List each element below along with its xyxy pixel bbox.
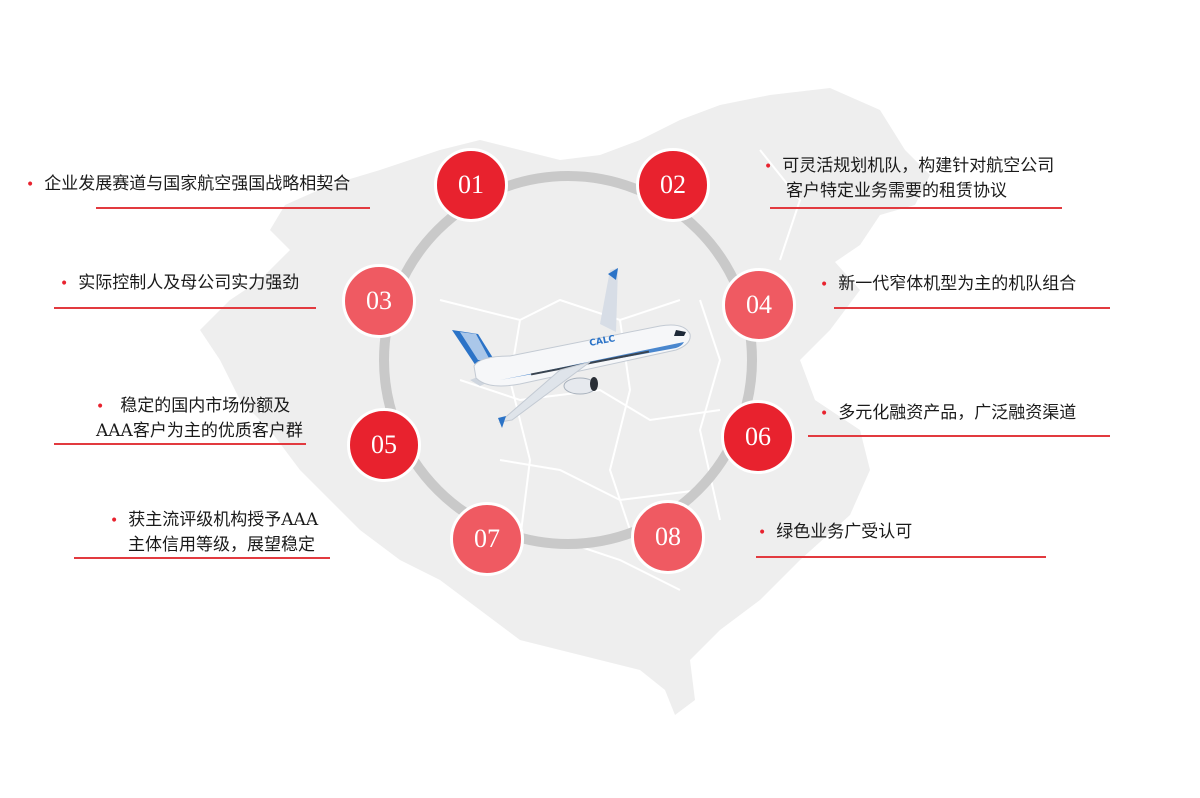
item-05-underline <box>54 443 306 445</box>
bullet-icon: • <box>820 406 829 422</box>
item-05-text-2: AAA客户为主的优质客户群 <box>96 421 303 441</box>
item-02-underline <box>770 207 1062 209</box>
item-07-underline <box>74 557 330 559</box>
item-06-underline <box>808 435 1110 437</box>
bullet-icon: • <box>60 276 69 292</box>
item-02-text-2: 客户特定业务需要的租赁协议 <box>786 181 1007 201</box>
item-03-text: 实际控制人及母公司实力强劲 <box>78 273 300 293</box>
item-07-text-2: 主体信用等级，展望稳定 <box>128 535 315 555</box>
bullet-icon: • <box>758 525 767 541</box>
badge-01: 01 <box>434 148 508 222</box>
map-silhouette <box>200 88 930 715</box>
item-01: • 企业发展赛道与国家航空强国战略相契合 <box>26 172 350 197</box>
bullet-icon: • <box>820 277 829 293</box>
badge-08: 08 <box>631 500 705 574</box>
bullet-icon: • <box>26 177 35 193</box>
item-01-underline <box>96 207 370 209</box>
item-08-text: 绿色业务广受认可 <box>776 522 913 542</box>
badge-03: 03 <box>342 264 416 338</box>
badge-02: 02 <box>636 148 710 222</box>
badge-06: 06 <box>721 400 795 474</box>
bullet-icon: • <box>110 513 119 529</box>
item-02-text-1: 可灵活规划机队，构建针对航空公司 <box>782 156 1055 176</box>
item-02: • 可灵活规划机队，构建针对航空公司 客户特定业务需要的租赁协议 <box>764 154 1054 203</box>
item-07: • 获主流评级机构授予AAA 主体信用等级，展望稳定 <box>110 508 318 557</box>
livery-text: CALC <box>589 334 617 349</box>
bullet-icon: • <box>96 399 105 415</box>
item-01-text: 企业发展赛道与国家航空强国战略相契合 <box>44 174 351 194</box>
item-03-underline <box>54 307 316 309</box>
item-06: • 多元化融资产品，广泛融资渠道 <box>820 401 1076 426</box>
item-08: • 绿色业务广受认可 <box>758 520 912 545</box>
bullet-icon: • <box>764 159 773 175</box>
item-05-text-1: 稳定的国内市场份额及 <box>120 396 291 416</box>
item-04-underline <box>834 307 1110 309</box>
item-08-underline <box>756 556 1046 558</box>
airplane-icon: CALC <box>452 268 691 428</box>
item-04-text: 新一代窄体机型为主的机队组合 <box>838 274 1077 294</box>
item-06-text: 多元化融资产品，广泛融资渠道 <box>838 403 1077 423</box>
badge-07: 07 <box>450 502 524 576</box>
item-07-text-1: 获主流评级机构授予AAA <box>128 510 319 530</box>
badge-04: 04 <box>722 268 796 342</box>
item-03: • 实际控制人及母公司实力强劲 <box>60 271 299 296</box>
item-04: • 新一代窄体机型为主的机队组合 <box>820 272 1076 297</box>
item-05: • 稳定的国内市场份额及 AAA客户为主的优质客户群 <box>96 394 303 443</box>
badge-05: 05 <box>347 408 421 482</box>
